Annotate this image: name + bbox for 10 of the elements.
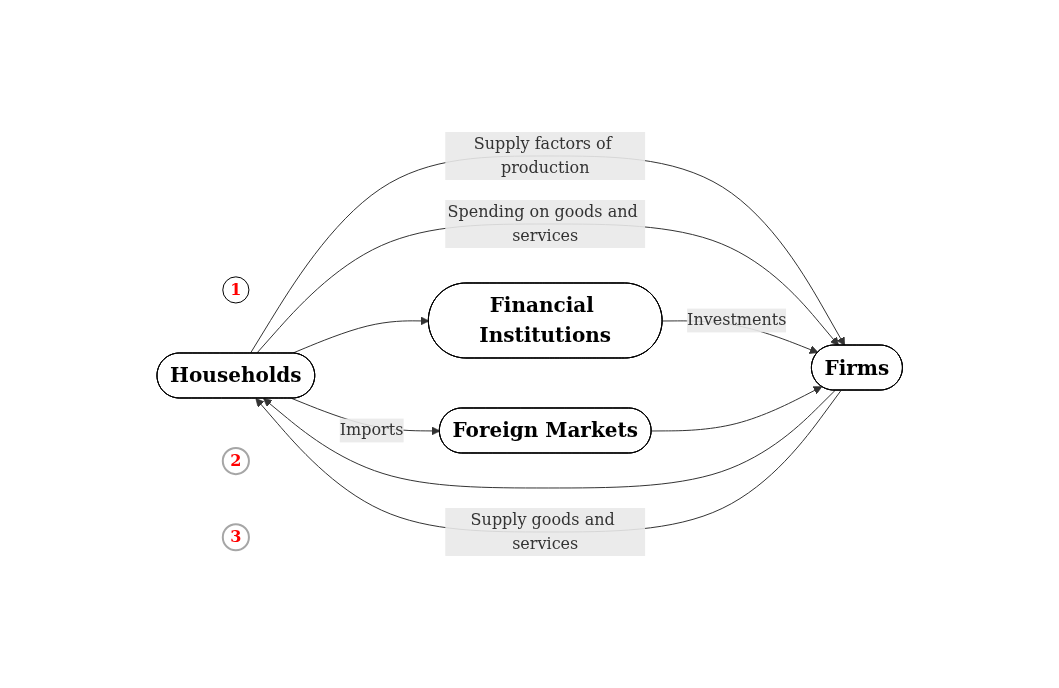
edge-label: Supply factors of production xyxy=(473,134,612,177)
arrow xyxy=(650,386,822,432)
node-circle: 2 xyxy=(221,447,250,476)
arrow xyxy=(262,390,836,489)
node-circle: 1 xyxy=(222,276,250,304)
edge-label: Spending on goods and services xyxy=(447,202,638,245)
edge-label: Imports xyxy=(339,420,404,440)
node-circle: 3 xyxy=(221,523,250,552)
edge-label: Supply goods and services xyxy=(470,509,615,553)
edge-label: Investments xyxy=(686,310,787,330)
